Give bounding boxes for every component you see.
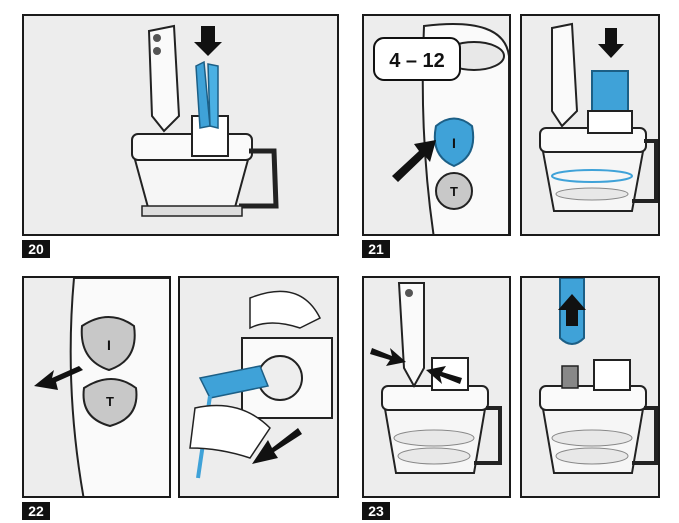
speed-range-text: 4 – 12 — [389, 50, 445, 72]
down-arrow-icon — [194, 26, 222, 56]
svg-text:I: I — [452, 135, 456, 151]
panel-step-23-right — [520, 276, 660, 498]
release-arrow-icon — [34, 366, 83, 390]
panel-step-21-right — [520, 14, 660, 236]
pull-arrow-icon — [252, 428, 302, 464]
turbo-button-icon — [435, 172, 473, 210]
detach-illustration — [370, 282, 502, 474]
food-processor-carrot-illustration — [131, 24, 279, 217]
panel-step-22-right — [178, 276, 339, 498]
release-button-illustration: I T — [34, 278, 169, 496]
svg-text:T: T — [106, 394, 114, 409]
push-arrow-icon — [392, 140, 436, 182]
step-number-22: 22 — [22, 502, 50, 520]
svg-text:I: I — [107, 337, 111, 353]
up-arrow-icon — [558, 294, 586, 326]
panel-step-23-left — [362, 276, 511, 498]
step-number-23: 23 — [362, 502, 390, 520]
speed-range-bubble — [373, 37, 461, 81]
turbo-button-icon — [82, 378, 138, 428]
speed-button-icon — [433, 117, 475, 168]
slicing-illustration — [539, 22, 658, 212]
squeeze-arrow-right-icon — [426, 366, 462, 384]
unplug-illustration — [189, 290, 333, 479]
step-number-21: 21 — [362, 240, 390, 258]
panel-step-22-left: I T — [22, 276, 171, 498]
speed-dial-illustration: 4 – 12 I T — [373, 23, 509, 234]
remove-motor-illustration — [539, 278, 658, 474]
panel-step-20 — [22, 14, 339, 236]
panel-step-21-left: 4 – 12 I T — [362, 14, 511, 236]
svg-text:T: T — [450, 184, 458, 199]
speed-button-icon — [80, 316, 136, 372]
down-arrow-icon — [598, 28, 624, 58]
step-number-20: 20 — [22, 240, 50, 258]
squeeze-arrow-left-icon — [370, 348, 406, 366]
